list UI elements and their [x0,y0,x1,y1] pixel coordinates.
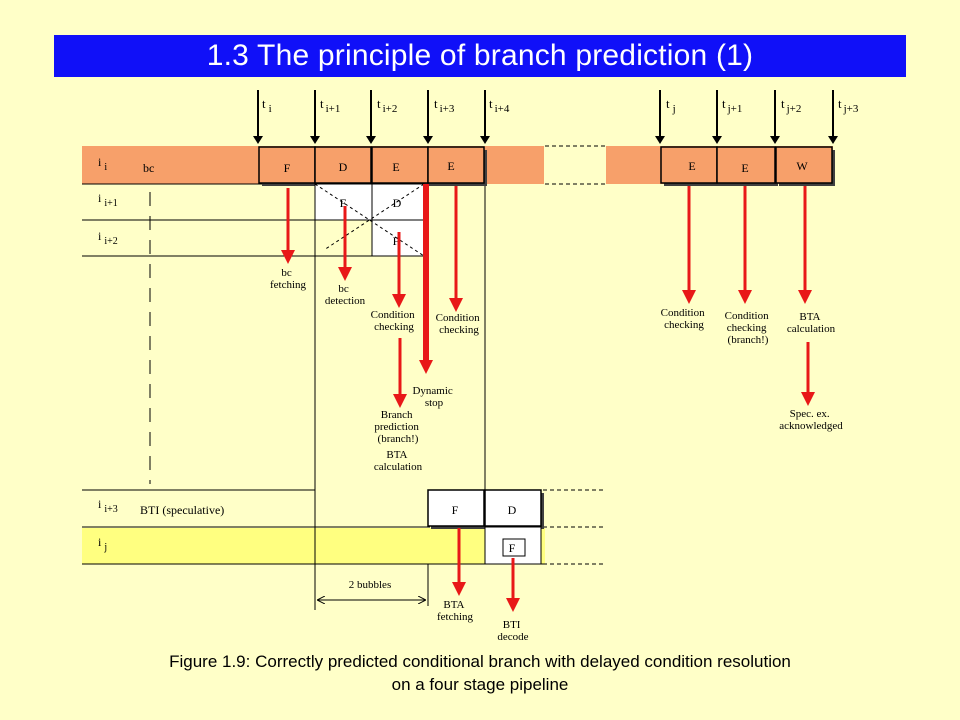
stage-letter: E [741,161,748,175]
annot-dynamic-stop: Dynamic stop [412,385,455,409]
stage-letter: W [796,159,808,173]
stage-box-ii-ej [660,146,720,186]
stage-box-ii3-d [484,489,544,529]
instr-note-bti: BTI (speculative) [140,503,224,517]
stage-letter: D [339,160,348,174]
stage-letter: E [447,159,454,173]
yellow-band [82,528,545,564]
stage-box-ii-e2 [427,146,487,186]
stage-letter: D [508,503,517,517]
annot-bc-detection: bc detection [325,283,366,307]
stage-letter: F [284,161,291,175]
stage-letter: F [393,234,400,248]
annot-bc-fetching: bc fetching [270,267,307,291]
annot-spec-ex: Spec. ex. acknowledged [779,408,843,432]
page-title: 1.3 The principle of branch prediction (… [206,39,754,72]
cancel-cross [314,183,425,257]
stage-box-ii-d [314,146,374,186]
stage-box-ii-f [258,146,318,186]
stage-letter: F [452,503,459,517]
stage-letter: D [393,196,402,210]
stage-letter: E [688,159,695,173]
stage-letter: F [509,541,516,555]
caption-line-1: Figure 1.9: Correctly predicted conditio… [169,652,791,671]
figure-caption: Figure 1.9: Correctly predicted conditio… [40,650,920,696]
annot-branch-prediction: Branch prediction (branch!) [374,409,421,445]
caption-line-2: on a four stage pipeline [391,675,569,694]
instr-note-bc: bc [143,161,154,175]
annot-bta-calc-1: BTA calculation [374,449,423,473]
annot-cond-check-3: Condition checking [661,307,708,331]
annot-bti-decode: BTI decode [497,619,528,643]
stage-box-ii-ej1 [716,146,778,186]
stage-box-ii-e1 [371,146,431,186]
title-bar: 1.3 The principle of branch prediction (… [54,35,906,77]
annot-cond-check-4: Condition checking (branch!) [725,310,772,346]
annot-bta-fetching: BTA fetching [437,599,474,623]
cancel-cross [323,183,425,251]
stage-letter: E [392,160,399,174]
annot-bubbles: 2 bubbles [349,579,391,591]
annot-cond-check-2: Condition checking [436,312,483,336]
stage-letter: F [340,196,347,210]
annot-bta-calc-2: BTA calculation [787,311,836,335]
annot-cond-check-1: Condition checking [371,309,418,333]
stage-box-ii3-f [427,489,487,529]
stage-box-ij-f-inner [502,538,526,557]
stage-box-ii-w [775,146,835,186]
